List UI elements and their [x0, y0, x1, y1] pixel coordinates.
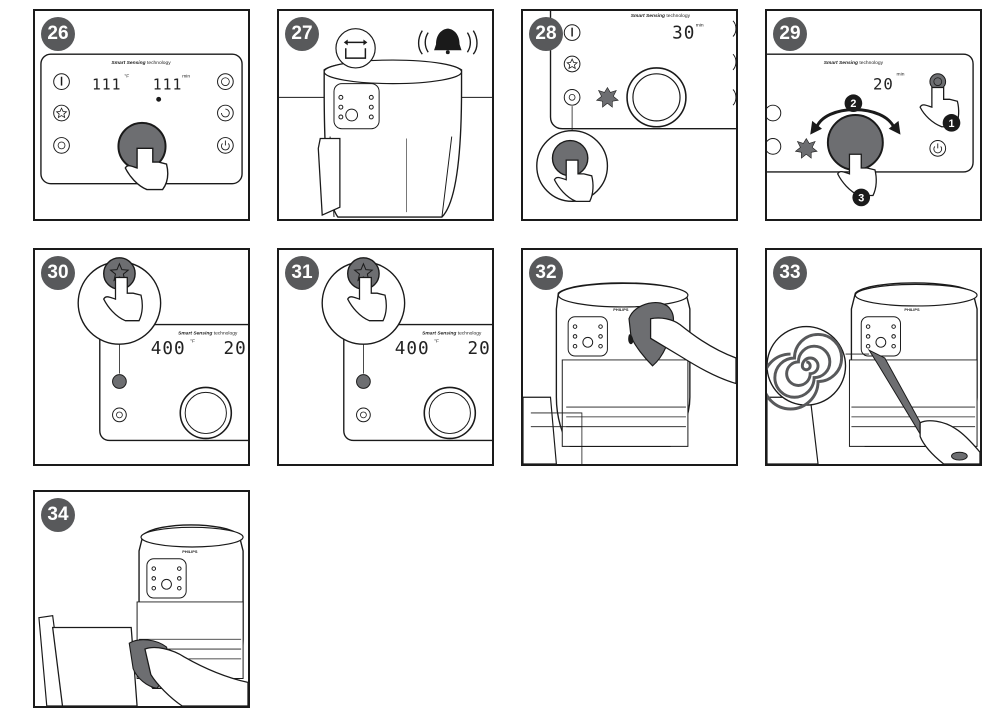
display-time-unit: min	[696, 23, 704, 29]
step-number-badge: 26	[41, 17, 75, 51]
brand-rest: technology	[212, 330, 238, 336]
keep-warm-flash-icon	[796, 139, 818, 159]
svg-text:Smart Sensing technology: Smart Sensing technology	[631, 13, 691, 19]
brand-rest: technology	[858, 60, 884, 66]
step-26-panel: 26 Smart Sensing technology 111 °F 111 m…	[33, 9, 250, 221]
power-icon	[930, 141, 946, 157]
star-icon	[564, 56, 580, 72]
preset-icon	[357, 408, 371, 422]
step-27-panel: 27	[277, 9, 494, 221]
step-number-badge: 30	[41, 256, 75, 290]
step-number-badge: 28	[529, 17, 563, 51]
step-number-badge: 32	[529, 256, 563, 290]
star-icon	[767, 105, 781, 121]
svg-text:Smart Sensing technology: Smart Sensing technology	[178, 330, 238, 336]
display-temp: 400	[151, 339, 186, 359]
callout-3-label: 3	[858, 192, 864, 204]
display-left-unit: °F	[124, 74, 129, 80]
brand-bold: Smart Sensing	[824, 60, 858, 66]
display-temp-unit: °F	[434, 338, 439, 344]
step-31-panel: 31 Smart Sensing technology 400 °F 20	[277, 248, 494, 466]
step-33-panel: 33 PHILIPS	[765, 248, 982, 466]
step-number-badge: 31	[285, 256, 319, 290]
star-icon	[357, 375, 371, 389]
brand-bold: Smart Sensing	[631, 13, 665, 19]
step-number-badge: 34	[41, 498, 75, 532]
alarm-bell-icon	[419, 29, 477, 55]
preset-icon	[113, 408, 127, 422]
svg-text:Smart Sensing technology: Smart Sensing technology	[422, 330, 482, 336]
step-number-badge: 33	[773, 256, 807, 290]
step-32-panel: 32 PHILIPS	[521, 248, 738, 466]
step-34-panel: 34 PHILIPS	[33, 490, 250, 708]
display-temp-unit: °F	[190, 338, 195, 344]
keep-warm-icon	[767, 139, 781, 155]
brand-rest: technology	[665, 13, 691, 19]
appliance-brand: PHILIPS	[613, 307, 629, 312]
star-icon	[113, 375, 127, 389]
callout-2-label: 2	[850, 98, 856, 110]
display-time: 30	[672, 23, 695, 43]
display-right-unit: min	[182, 74, 190, 80]
appliance-brand: PHILIPS	[182, 549, 198, 554]
display-left: 111	[92, 76, 121, 93]
callout-1-label: 1	[949, 118, 955, 130]
display-time: 20	[873, 74, 894, 93]
step-29-panel: 29 Smart Sensing technology 20 min 2 1 3	[765, 9, 982, 221]
keep-warm-icon	[564, 89, 580, 105]
display-time-unit: min	[897, 72, 905, 78]
display-time: 20	[467, 339, 490, 359]
step-number-badge: 27	[285, 17, 319, 51]
svg-text:Smart Sensing technology: Smart Sensing technology	[824, 60, 884, 66]
brand-rest: technology	[146, 60, 172, 66]
thermometer-icon	[564, 25, 580, 41]
keep-warm-flash-icon	[597, 88, 619, 108]
step-28-panel: 28 Smart Sensing technology 30 min	[521, 9, 738, 221]
display-right: 111	[153, 76, 182, 93]
display-time: 20	[223, 339, 246, 359]
step-number-badge: 29	[773, 17, 807, 51]
display-temp: 400	[395, 339, 430, 359]
step-30-panel: 30 Smart Sensing technology 400 °F 20	[33, 248, 250, 466]
brand-bold: Smart Sensing	[178, 330, 212, 336]
brand-bold: Smart Sensing	[111, 60, 145, 66]
svg-text:Smart Sensing technology: Smart Sensing technology	[111, 60, 171, 66]
brand-rest: technology	[456, 330, 482, 336]
brand-bold: Smart Sensing	[422, 330, 456, 336]
appliance-brand: PHILIPS	[904, 307, 920, 312]
